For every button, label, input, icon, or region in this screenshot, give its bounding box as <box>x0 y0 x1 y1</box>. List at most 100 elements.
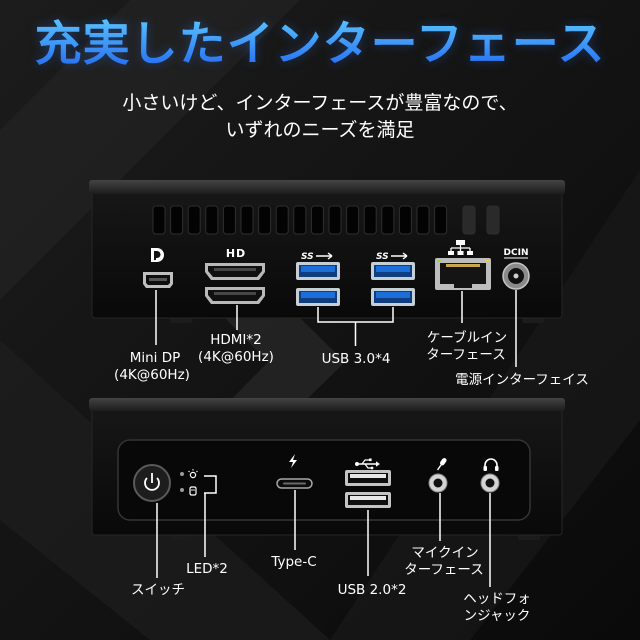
front-panel-inset <box>117 439 531 521</box>
label-ethernet: ケーブルイン <box>427 329 507 346</box>
power-icon-arc <box>144 477 160 491</box>
ethernet-icon-node <box>457 251 464 255</box>
usb3-logo-arrow <box>391 252 408 260</box>
label-mini-dp-resolution: (4K@60Hz) <box>114 367 190 383</box>
drive-shape <box>189 486 197 496</box>
subtitle-line: 小さいけど、インターフェースが豊富なので、 <box>122 92 518 114</box>
port-tongue <box>376 266 410 272</box>
thunderbolt-icon <box>289 454 297 468</box>
vent-slot <box>328 205 342 235</box>
vent-slot <box>170 205 184 235</box>
drive-activity-icon <box>189 486 197 496</box>
vent-slot <box>381 205 395 235</box>
port-tongue <box>350 474 386 478</box>
usb-c-port <box>276 478 313 489</box>
port-tongue <box>214 268 256 271</box>
ethernet-icon-node <box>467 251 473 255</box>
microphone-icon <box>436 458 447 471</box>
port-led <box>485 260 489 262</box>
subtitle-line: いずれのニーズを満足 <box>225 119 415 141</box>
led-dot <box>180 488 184 492</box>
bolt-shape <box>289 454 297 468</box>
port-tongue <box>301 266 335 272</box>
jack-opening <box>433 478 443 488</box>
vent-slot <box>434 205 448 235</box>
label-switch: スイッチ <box>131 582 185 598</box>
vent-slot <box>486 205 500 235</box>
usb-icon-square <box>369 458 372 462</box>
usb-icon-branch <box>364 463 371 469</box>
hdmi-port <box>205 263 265 280</box>
label-led: LED*2 <box>186 561 228 577</box>
usb3-port <box>371 288 415 306</box>
ear-cup <box>495 466 499 471</box>
port-opening <box>208 266 262 277</box>
led-dot <box>180 472 184 476</box>
vent-slot <box>205 205 219 235</box>
usb3-port <box>371 262 415 280</box>
port-opening <box>208 290 262 301</box>
label-usb2: USB 2.0*2 <box>338 582 407 598</box>
mini-pc-front <box>89 398 565 540</box>
ethernet-icon-node <box>456 240 465 245</box>
background-diagonal-band <box>0 0 300 300</box>
microphone-jack <box>428 473 448 493</box>
rear-callouts: Mini DP (4K@60Hz) HDMI*2 (4K@60Hz) USB 3… <box>114 290 589 388</box>
usb3-port <box>296 288 340 306</box>
vent-slot <box>293 205 307 235</box>
port-opening <box>440 263 486 284</box>
usb-icon-branch <box>361 459 369 465</box>
label-power-in: 電源インターフェイス <box>455 372 589 388</box>
hdmi-port <box>205 287 265 304</box>
usb-superspeed-icon: SS <box>301 252 333 262</box>
usb-superspeed-icon: SS <box>376 252 408 262</box>
port-tongue <box>376 292 410 298</box>
power-icon <box>144 473 160 491</box>
mini-pc-rear: HD SS SS <box>89 180 565 323</box>
headphone-jack <box>480 473 500 493</box>
vent-slot <box>398 205 412 235</box>
label-headphone: ヘッドフォ <box>463 591 531 607</box>
usb3-logo-arrow <box>316 252 333 260</box>
usb3-port <box>296 262 340 280</box>
label-mic: ターフェース <box>404 562 484 578</box>
vent-slot <box>462 205 476 235</box>
callout-line-usb3 <box>317 307 394 346</box>
usb3-logo-text: SS <box>376 252 389 262</box>
port-tongue <box>149 278 167 281</box>
ethernet-icon <box>448 240 473 255</box>
mic-capsule <box>440 458 447 466</box>
background-chevron <box>225 318 345 406</box>
front-callouts: スイッチ LED*2 Type-C USB 2.0*2 マイクイン ターフェース… <box>131 475 531 624</box>
led-light-icon <box>188 469 198 479</box>
label-usb3: USB 3.0*4 <box>322 351 391 367</box>
label-hdmi: HDMI*2 <box>210 332 262 348</box>
label-ethernet: ターフェース <box>426 347 506 363</box>
displayport-icon <box>151 248 164 262</box>
label-headphone: ンジャック <box>464 608 531 624</box>
dc-in-marking: DCIN <box>504 248 529 258</box>
mic-stand <box>436 464 442 471</box>
mini-displayport-port <box>143 272 173 288</box>
ethernet-port <box>435 258 491 290</box>
port-led <box>437 260 441 262</box>
headphone-icon <box>483 458 499 471</box>
vent-slot <box>222 205 236 235</box>
usb-icon-dot <box>370 466 374 470</box>
subtitle: 小さいけど、インターフェースが豊富なので、 いずれのニーズを満足 <box>0 90 640 144</box>
hdmi-icon: HD <box>226 247 245 260</box>
usb2-port <box>345 492 391 508</box>
port-tongue <box>350 496 386 500</box>
power-button <box>133 464 171 502</box>
vent-slot <box>187 205 201 235</box>
port-tongue <box>283 482 306 485</box>
usb2-port <box>345 470 391 486</box>
vent-slot <box>363 205 377 235</box>
front-top-lid <box>89 398 565 411</box>
vent-slot <box>240 205 254 235</box>
usb-icon-base <box>355 462 359 466</box>
port-tongue <box>214 292 256 295</box>
led-indicator <box>180 472 184 492</box>
vent-slot <box>258 205 272 235</box>
